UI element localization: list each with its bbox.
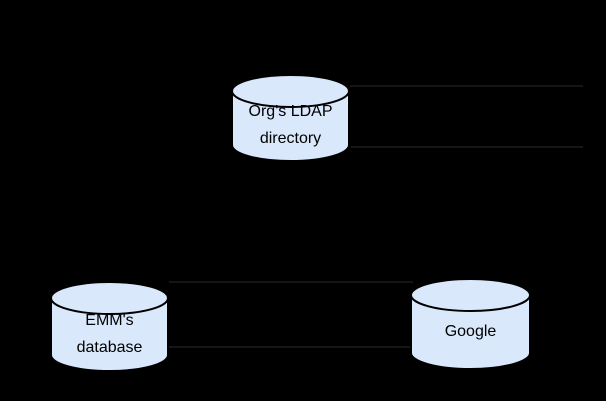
label-line: Google xyxy=(444,322,497,340)
connector-emm-google-lower xyxy=(169,346,413,348)
database-cylinder-icon xyxy=(231,74,350,162)
label-line: EMM's xyxy=(85,311,134,329)
ldap-directory-label: Org's LDAP directory xyxy=(231,90,350,160)
emm-database-label: EMM's database xyxy=(50,297,169,370)
label-line: database xyxy=(76,338,143,356)
db-cylinder-ldap-directory: Org's LDAP directory xyxy=(231,74,350,162)
database-cylinder-icon xyxy=(410,278,531,370)
label-line: directory xyxy=(259,130,322,147)
database-cylinder-icon xyxy=(50,281,169,372)
label-line: Org's LDAP xyxy=(248,103,333,120)
connector-emm-google-upper xyxy=(169,281,413,283)
google-label: Google xyxy=(410,294,531,368)
db-cylinder-emm-database: EMM's database xyxy=(50,281,169,372)
connector-ldap-right-lower xyxy=(351,146,583,148)
db-cylinder-google: Google xyxy=(410,278,531,370)
connector-ldap-right-upper xyxy=(350,85,583,87)
